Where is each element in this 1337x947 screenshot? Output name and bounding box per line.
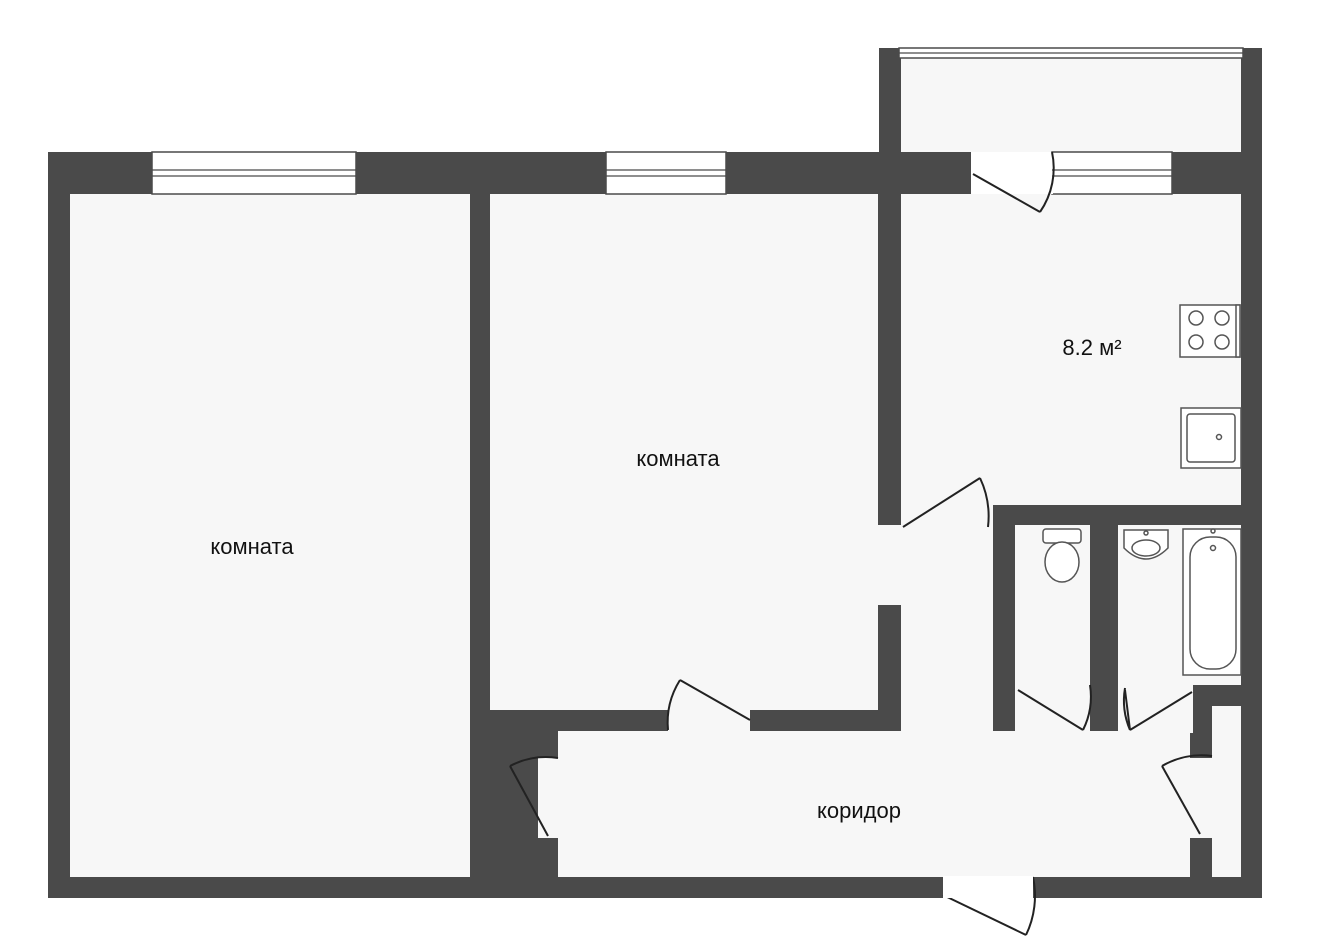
room-left-label: комната bbox=[210, 534, 294, 559]
window-left-room bbox=[151, 151, 357, 195]
door-toilet bbox=[1017, 684, 1092, 731]
door-left-room bbox=[509, 756, 559, 837]
hall-floor bbox=[901, 505, 993, 731]
door-swings bbox=[509, 151, 1213, 936]
door-closet bbox=[1161, 754, 1213, 835]
floors bbox=[70, 58, 1241, 877]
window-mullions bbox=[152, 52, 1243, 177]
washbasin-icon bbox=[1123, 529, 1169, 560]
door-opening-closet bbox=[1188, 758, 1214, 838]
balcony-door-opening bbox=[971, 152, 1053, 194]
corridor-floor bbox=[558, 731, 1190, 877]
window-middle-room bbox=[605, 151, 727, 195]
toilet-icon bbox=[1042, 528, 1082, 583]
kitchen-sink-icon bbox=[1180, 407, 1242, 469]
door-opening-toilet bbox=[1015, 683, 1090, 733]
door-opening-middle-room bbox=[668, 708, 750, 733]
room-middle-floor bbox=[490, 194, 878, 710]
door-entrance bbox=[942, 876, 1036, 936]
door-opening-bathroom bbox=[1118, 683, 1193, 733]
window-kitchen bbox=[1051, 151, 1173, 195]
kitchen-area-label: 8.2 м² bbox=[1062, 335, 1121, 360]
stove-icon bbox=[1179, 304, 1241, 358]
door-opening-left-room bbox=[538, 758, 560, 838]
door-balcony bbox=[972, 151, 1055, 213]
closet-floor bbox=[1212, 706, 1241, 877]
door-opening-kitchen bbox=[878, 525, 903, 605]
door-middle-room bbox=[666, 679, 751, 731]
room-middle-label: комната bbox=[636, 446, 720, 471]
room-left-floor bbox=[70, 194, 470, 877]
balcony-floor bbox=[901, 58, 1241, 152]
corridor-label: коридор bbox=[817, 798, 901, 823]
door-kitchen bbox=[902, 477, 990, 528]
door-bathroom bbox=[1122, 687, 1193, 731]
bathtub-icon bbox=[1182, 528, 1242, 676]
entrance-opening bbox=[943, 876, 1033, 898]
